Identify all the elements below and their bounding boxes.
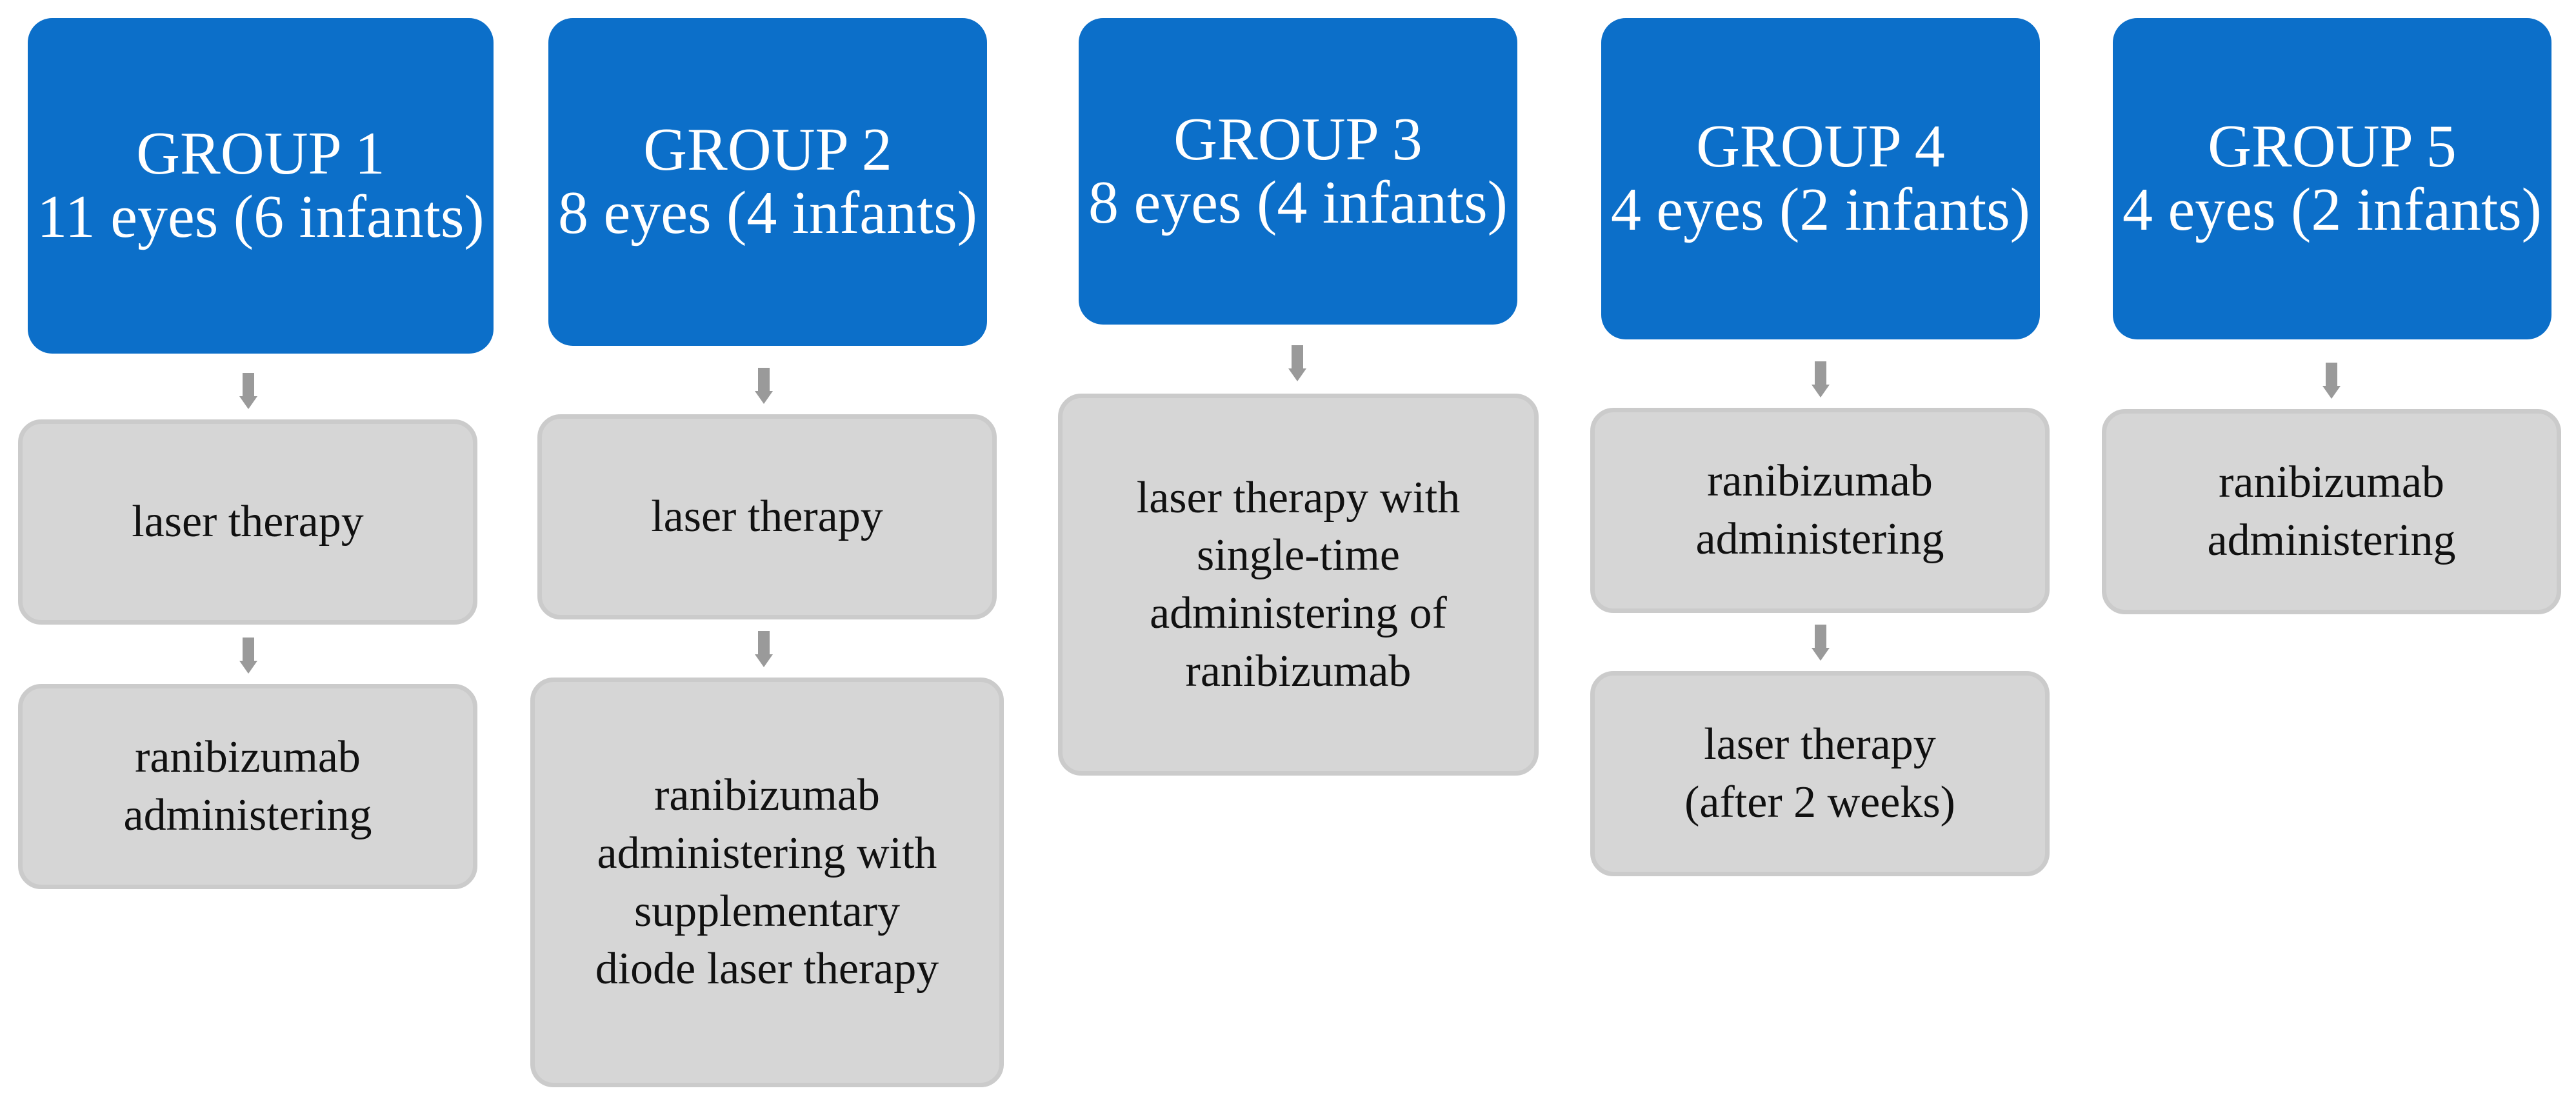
arrow-down-icon [2322, 363, 2341, 399]
group-4-step-1: ranibizumab administering [1590, 408, 2050, 613]
arrow-down-icon [755, 368, 773, 404]
group-5-title: GROUP 5 [2208, 113, 2457, 181]
group-2-step-2: ranibizumab administering with supplemen… [530, 678, 1004, 1087]
group-4-subtitle: 4 eyes (2 infants) [1611, 176, 2030, 243]
group-2-subtitle: 8 eyes (4 infants) [558, 179, 977, 246]
group-3-step-1: laser therapy with single-time administe… [1058, 394, 1539, 776]
group-5-step-1: ranibizumab administering [2102, 409, 2561, 614]
group-1-step-2: ranibizumab administering [18, 684, 477, 889]
group-2-title: GROUP 2 [643, 116, 892, 184]
arrow-down-icon [239, 638, 257, 674]
arrow-down-icon [1288, 345, 1306, 381]
arrow-down-icon [755, 631, 773, 667]
group-1-step-1: laser therapy [18, 419, 477, 625]
group-1-header: GROUP 1 11 eyes (6 infants) [28, 18, 494, 354]
arrow-down-icon [1812, 625, 1830, 661]
group-1-title: GROUP 1 [136, 120, 385, 188]
group-2-step-1: laser therapy [537, 414, 997, 619]
group-1-subtitle: 11 eyes (6 infants) [37, 183, 484, 250]
group-3-subtitle: 8 eyes (4 infants) [1088, 168, 1508, 236]
group-3-title: GROUP 3 [1173, 105, 1423, 173]
arrow-down-icon [1812, 361, 1830, 397]
group-5-header: GROUP 5 4 eyes (2 infants) [2113, 18, 2551, 339]
group-4-header: GROUP 4 4 eyes (2 infants) [1601, 18, 2040, 339]
group-5-subtitle: 4 eyes (2 infants) [2122, 176, 2542, 243]
group-4-title: GROUP 4 [1696, 113, 1945, 181]
arrow-down-icon [239, 373, 257, 409]
group-2-header: GROUP 2 8 eyes (4 infants) [548, 18, 987, 346]
group-4-step-2: laser therapy (after 2 weeks) [1590, 671, 2050, 876]
group-3-header: GROUP 3 8 eyes (4 infants) [1079, 18, 1517, 325]
